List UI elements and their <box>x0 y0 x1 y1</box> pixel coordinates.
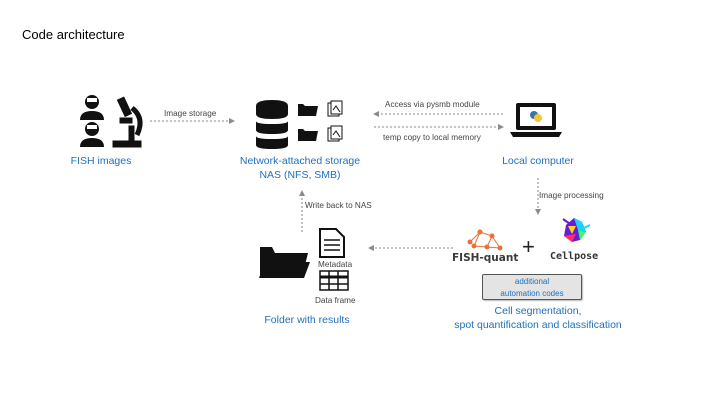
table-icon <box>319 270 349 291</box>
doctor-icon <box>80 95 104 120</box>
edge-label-write-back: Write back to NAS <box>305 201 372 210</box>
edge-label-image-processing: Image processing <box>539 191 604 200</box>
image-file-icon-2 <box>327 125 343 142</box>
metadata-label: Metadata <box>318 260 353 269</box>
cellpose-wordmark: Cellpose <box>550 251 599 262</box>
data-frame-label: Data frame <box>315 296 356 305</box>
slide-title: Code architecture <box>22 27 125 42</box>
plus-sign: + <box>522 234 535 259</box>
additional-line2: automation codes <box>500 289 564 298</box>
database-icon <box>256 100 288 149</box>
cellpose-logo <box>562 218 591 242</box>
microscope-icon <box>112 96 143 148</box>
local-computer-label: Local computer <box>502 155 574 167</box>
fish-quant-logo <box>467 229 503 251</box>
folder-icon-small-2 <box>298 129 318 141</box>
cell-seg-label: Cell segmentation, spot quantification a… <box>440 304 636 332</box>
cell-seg-line2: spot quantification and classification <box>454 319 622 331</box>
edge-label-temp-copy: temp copy to local memory <box>383 133 481 142</box>
folder-icon-small <box>298 104 318 116</box>
cell-seg-line1: Cell segmentation, <box>494 305 582 317</box>
nas-label-line1: Network-attached storage <box>239 155 361 167</box>
laptop-icon <box>510 103 562 137</box>
fish-images-label: FISH images <box>70 155 132 167</box>
document-icon <box>319 228 345 258</box>
image-file-icon <box>327 100 343 117</box>
nas-label-line2: NAS (NFS, SMB) <box>259 169 341 181</box>
nas-label: Network-attached storage NAS (NFS, SMB) <box>230 154 370 182</box>
fish-quant-wordmark: FISH-quant <box>452 252 519 264</box>
additional-line1: additional <box>514 277 550 286</box>
doctor-icon-2 <box>80 122 104 147</box>
additional-automation-box: additional automation codes <box>482 274 582 300</box>
folder-icon-large <box>259 247 310 278</box>
edge-label-image-storage: Image storage <box>164 109 217 118</box>
folder-results-label: Folder with results <box>264 314 350 326</box>
edge-label-access-pysmb: Access via pysmb module <box>385 100 480 109</box>
